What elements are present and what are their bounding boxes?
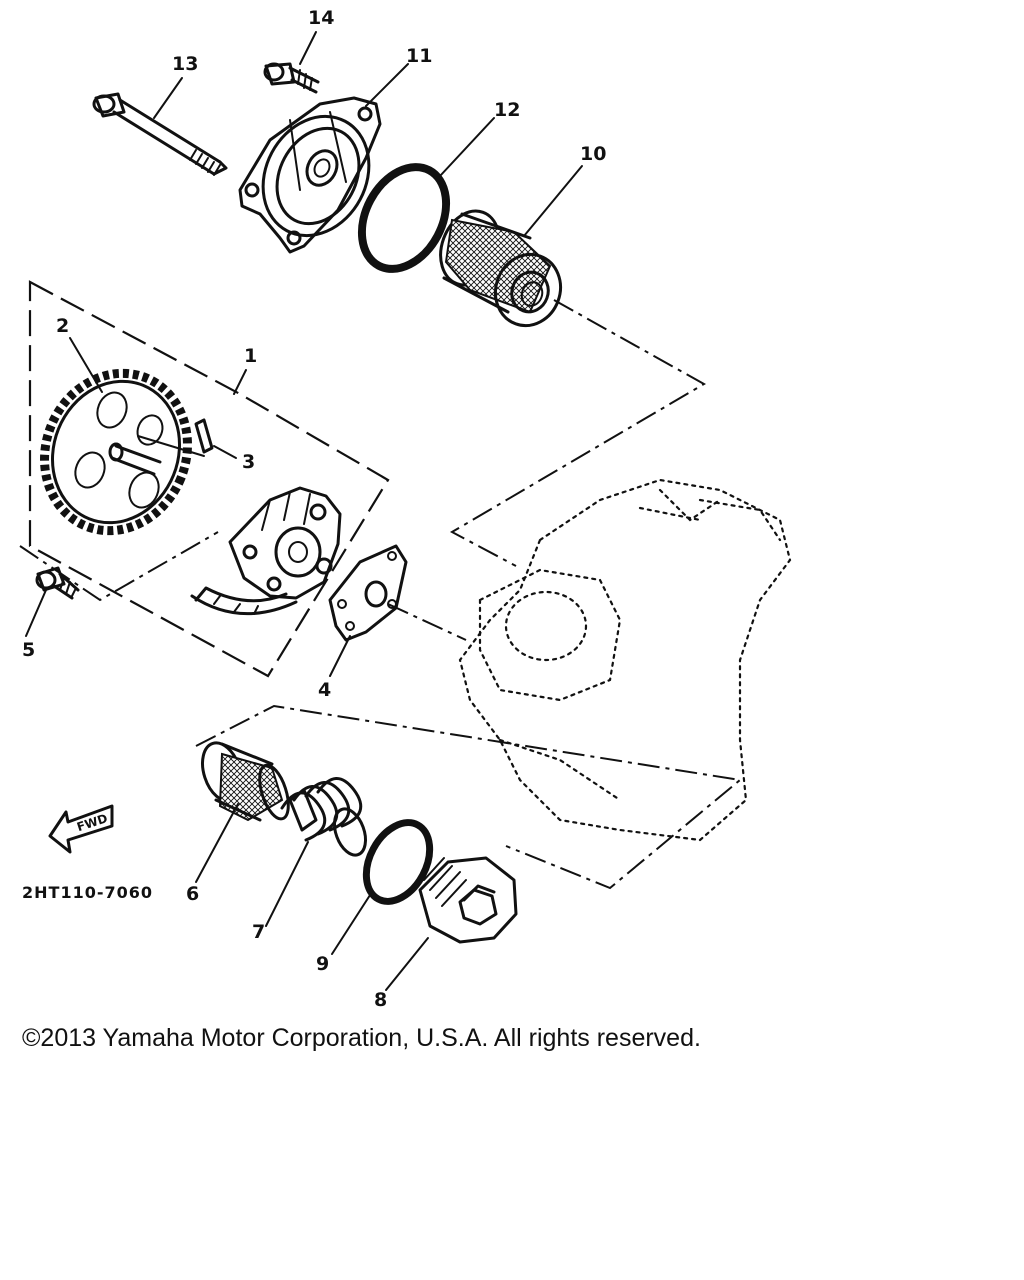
callout-9: 9 — [316, 953, 329, 975]
leader-lines — [19, 299, 743, 890]
callout-10: 10 — [580, 143, 606, 165]
part-13-long-bolt[interactable] — [92, 92, 228, 176]
callout-leaders — [25, 31, 583, 991]
callout-3: 3 — [242, 451, 255, 473]
copyright-notice: ©2013 Yamaha Motor Corporation, U.S.A. A… — [22, 1024, 701, 1052]
diagram-code: 2HT110-7060 — [22, 883, 153, 902]
callout-7: 7 — [252, 921, 265, 943]
callout-8: 8 — [374, 989, 387, 1010]
part-4-gasket[interactable] — [328, 544, 408, 642]
part-5-bolt[interactable] — [35, 566, 80, 600]
callout-1: 1 — [244, 345, 257, 367]
part-1-group-outline — [28, 280, 390, 678]
part-2-driven-gear[interactable] — [21, 352, 211, 553]
callout-5: 5 — [22, 639, 35, 661]
callout-2: 2 — [56, 315, 69, 337]
oil-pump-body[interactable] — [190, 486, 342, 616]
part-9-o-ring[interactable] — [354, 812, 443, 912]
exploded-parts-diagram: FWD 14 11 13 12 10 1 2 3 5 4 2HT110-7060… — [19, 7, 792, 1010]
callout-12: 12 — [494, 99, 520, 121]
crankcase-outline — [458, 478, 792, 842]
part-14-small-bolt[interactable] — [263, 62, 320, 94]
part-11-filter-cover[interactable] — [238, 96, 389, 254]
callout-11: 11 — [406, 45, 432, 67]
fwd-arrow-icon — [48, 804, 114, 854]
part-10-oil-filter[interactable] — [431, 203, 571, 335]
callout-4: 4 — [318, 679, 331, 701]
part-12-o-ring[interactable] — [345, 152, 463, 283]
part-8-drain-plug[interactable] — [418, 856, 518, 944]
part-6-strainer[interactable] — [196, 738, 294, 822]
callout-13: 13 — [172, 53, 198, 75]
part-7-spring[interactable] — [280, 777, 371, 859]
part-3-pin[interactable] — [194, 418, 214, 454]
callout-6: 6 — [186, 883, 199, 905]
callout-14: 14 — [308, 7, 334, 29]
